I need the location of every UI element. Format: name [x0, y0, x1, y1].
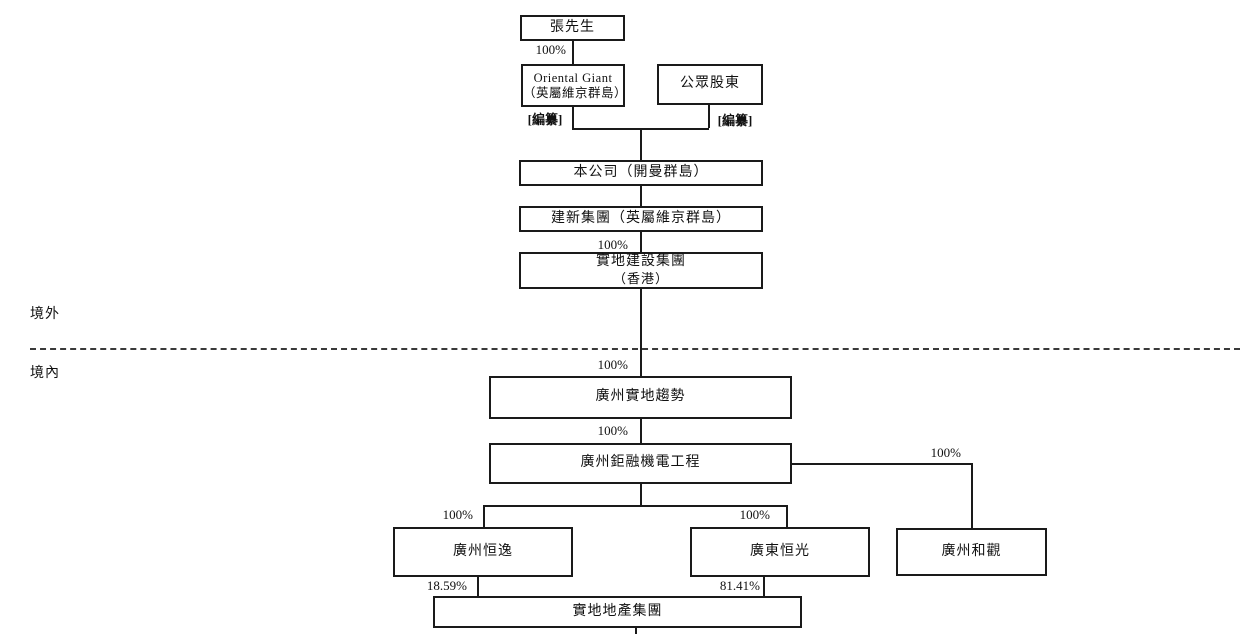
- node-guangdong-hengguang-label: 廣東恒光: [750, 543, 810, 559]
- node-shidi-construction-group: 實地建設集團 （香港）: [519, 252, 763, 289]
- node-guangzhou-jurong-label: 廣州鉅融機電工程: [580, 455, 701, 471]
- connector-property-down: [635, 628, 637, 634]
- node-shidi-property-label: 實地地產集團: [572, 603, 663, 619]
- connector-company-to-jianxin: [640, 186, 642, 206]
- region-label-onshore: 境內: [30, 366, 60, 381]
- offshore-onshore-divider-line: [30, 348, 1240, 350]
- connector-hengyi-to-property: [477, 577, 479, 596]
- connector-down-to-hengguang: [786, 505, 788, 527]
- node-public-shareholders: 公眾股東: [657, 64, 763, 105]
- node-mr-zhang-label: 張先生: [550, 19, 595, 35]
- node-guangzhou-heguan-label: 廣州和觀: [941, 543, 1002, 559]
- node-oriental-giant: Oriental Giant （英屬維京群島）: [521, 64, 628, 107]
- connector-jurong-down: [640, 484, 642, 505]
- ownership-label-hengyi-property: 18.59%: [426, 578, 467, 593]
- node-guangzhou-hengyi-label: 廣州恒逸: [453, 543, 513, 559]
- node-shidi-construction-name: 實地建設集團: [596, 254, 686, 270]
- node-shidi-property-group: 實地地產集團: [433, 596, 802, 628]
- connector-down-to-heguan: [971, 463, 973, 528]
- ownership-label-to-qushi: 100%: [597, 357, 628, 372]
- node-public-shareholders-label: 公眾股東: [680, 76, 740, 92]
- node-guangzhou-heguan: 廣州和觀: [896, 528, 1047, 576]
- node-the-company-label: 本公司（開曼群島）: [573, 164, 709, 180]
- node-jianxin-group-label: 建新集團（英屬維京群島）: [551, 210, 731, 226]
- note-label-public-shareholders: [編纂]: [717, 113, 753, 128]
- node-guangzhou-shidi-qushi: 廣州實地趨勢: [489, 376, 792, 419]
- ownership-label-jurong-hengyi: 100%: [442, 507, 473, 522]
- node-guangdong-hengguang: 廣東恒光: [690, 527, 870, 577]
- connector-og-down: [572, 107, 574, 128]
- connector-qushi-to-jurong: [640, 419, 642, 443]
- region-label-offshore: 境外: [30, 307, 60, 322]
- note-label-oriental-giant: [編纂]: [527, 112, 563, 127]
- connector-jurong-right-horizontal: [792, 463, 972, 465]
- ownership-label-zhang-og: 100%: [535, 42, 566, 57]
- node-the-company: 本公司（開曼群島）: [519, 160, 763, 186]
- connector-merge-to-company: [640, 128, 642, 160]
- node-oriental-giant-name: Oriental Giant: [533, 70, 613, 85]
- connector-branch-horizontal: [483, 505, 787, 507]
- node-guangzhou-shidi-qushi-label: 廣州實地趨勢: [595, 389, 686, 405]
- node-guangzhou-hengyi: 廣州恒逸: [393, 527, 573, 577]
- ownership-label-hengguang-property: 81.41%: [719, 578, 760, 593]
- connector-hengguang-to-property: [763, 577, 765, 596]
- ownership-label-jurong-hengguang: 100%: [739, 507, 770, 522]
- connector-construction-to-qushi: [640, 289, 642, 376]
- connector-down-to-hengyi: [483, 505, 485, 527]
- node-guangzhou-jurong-me-engineering: 廣州鉅融機電工程: [489, 443, 792, 484]
- ownership-label-qushi-jurong: 100%: [597, 423, 628, 438]
- ownership-label-jurong-heguan: 100%: [930, 445, 961, 460]
- node-oriental-giant-jurisdiction: （英屬維京群島）: [523, 85, 628, 100]
- node-jianxin-group: 建新集團（英屬維京群島）: [519, 206, 763, 232]
- connector-jianxin-to-construction: [640, 232, 642, 252]
- connector-zhang-to-og: [572, 41, 574, 64]
- node-mr-zhang: 張先生: [520, 15, 625, 41]
- ownership-label-jianxin-construction: 100%: [597, 237, 628, 252]
- connector-ps-down: [708, 105, 710, 128]
- node-shidi-construction-jurisdiction: （香港）: [612, 271, 669, 287]
